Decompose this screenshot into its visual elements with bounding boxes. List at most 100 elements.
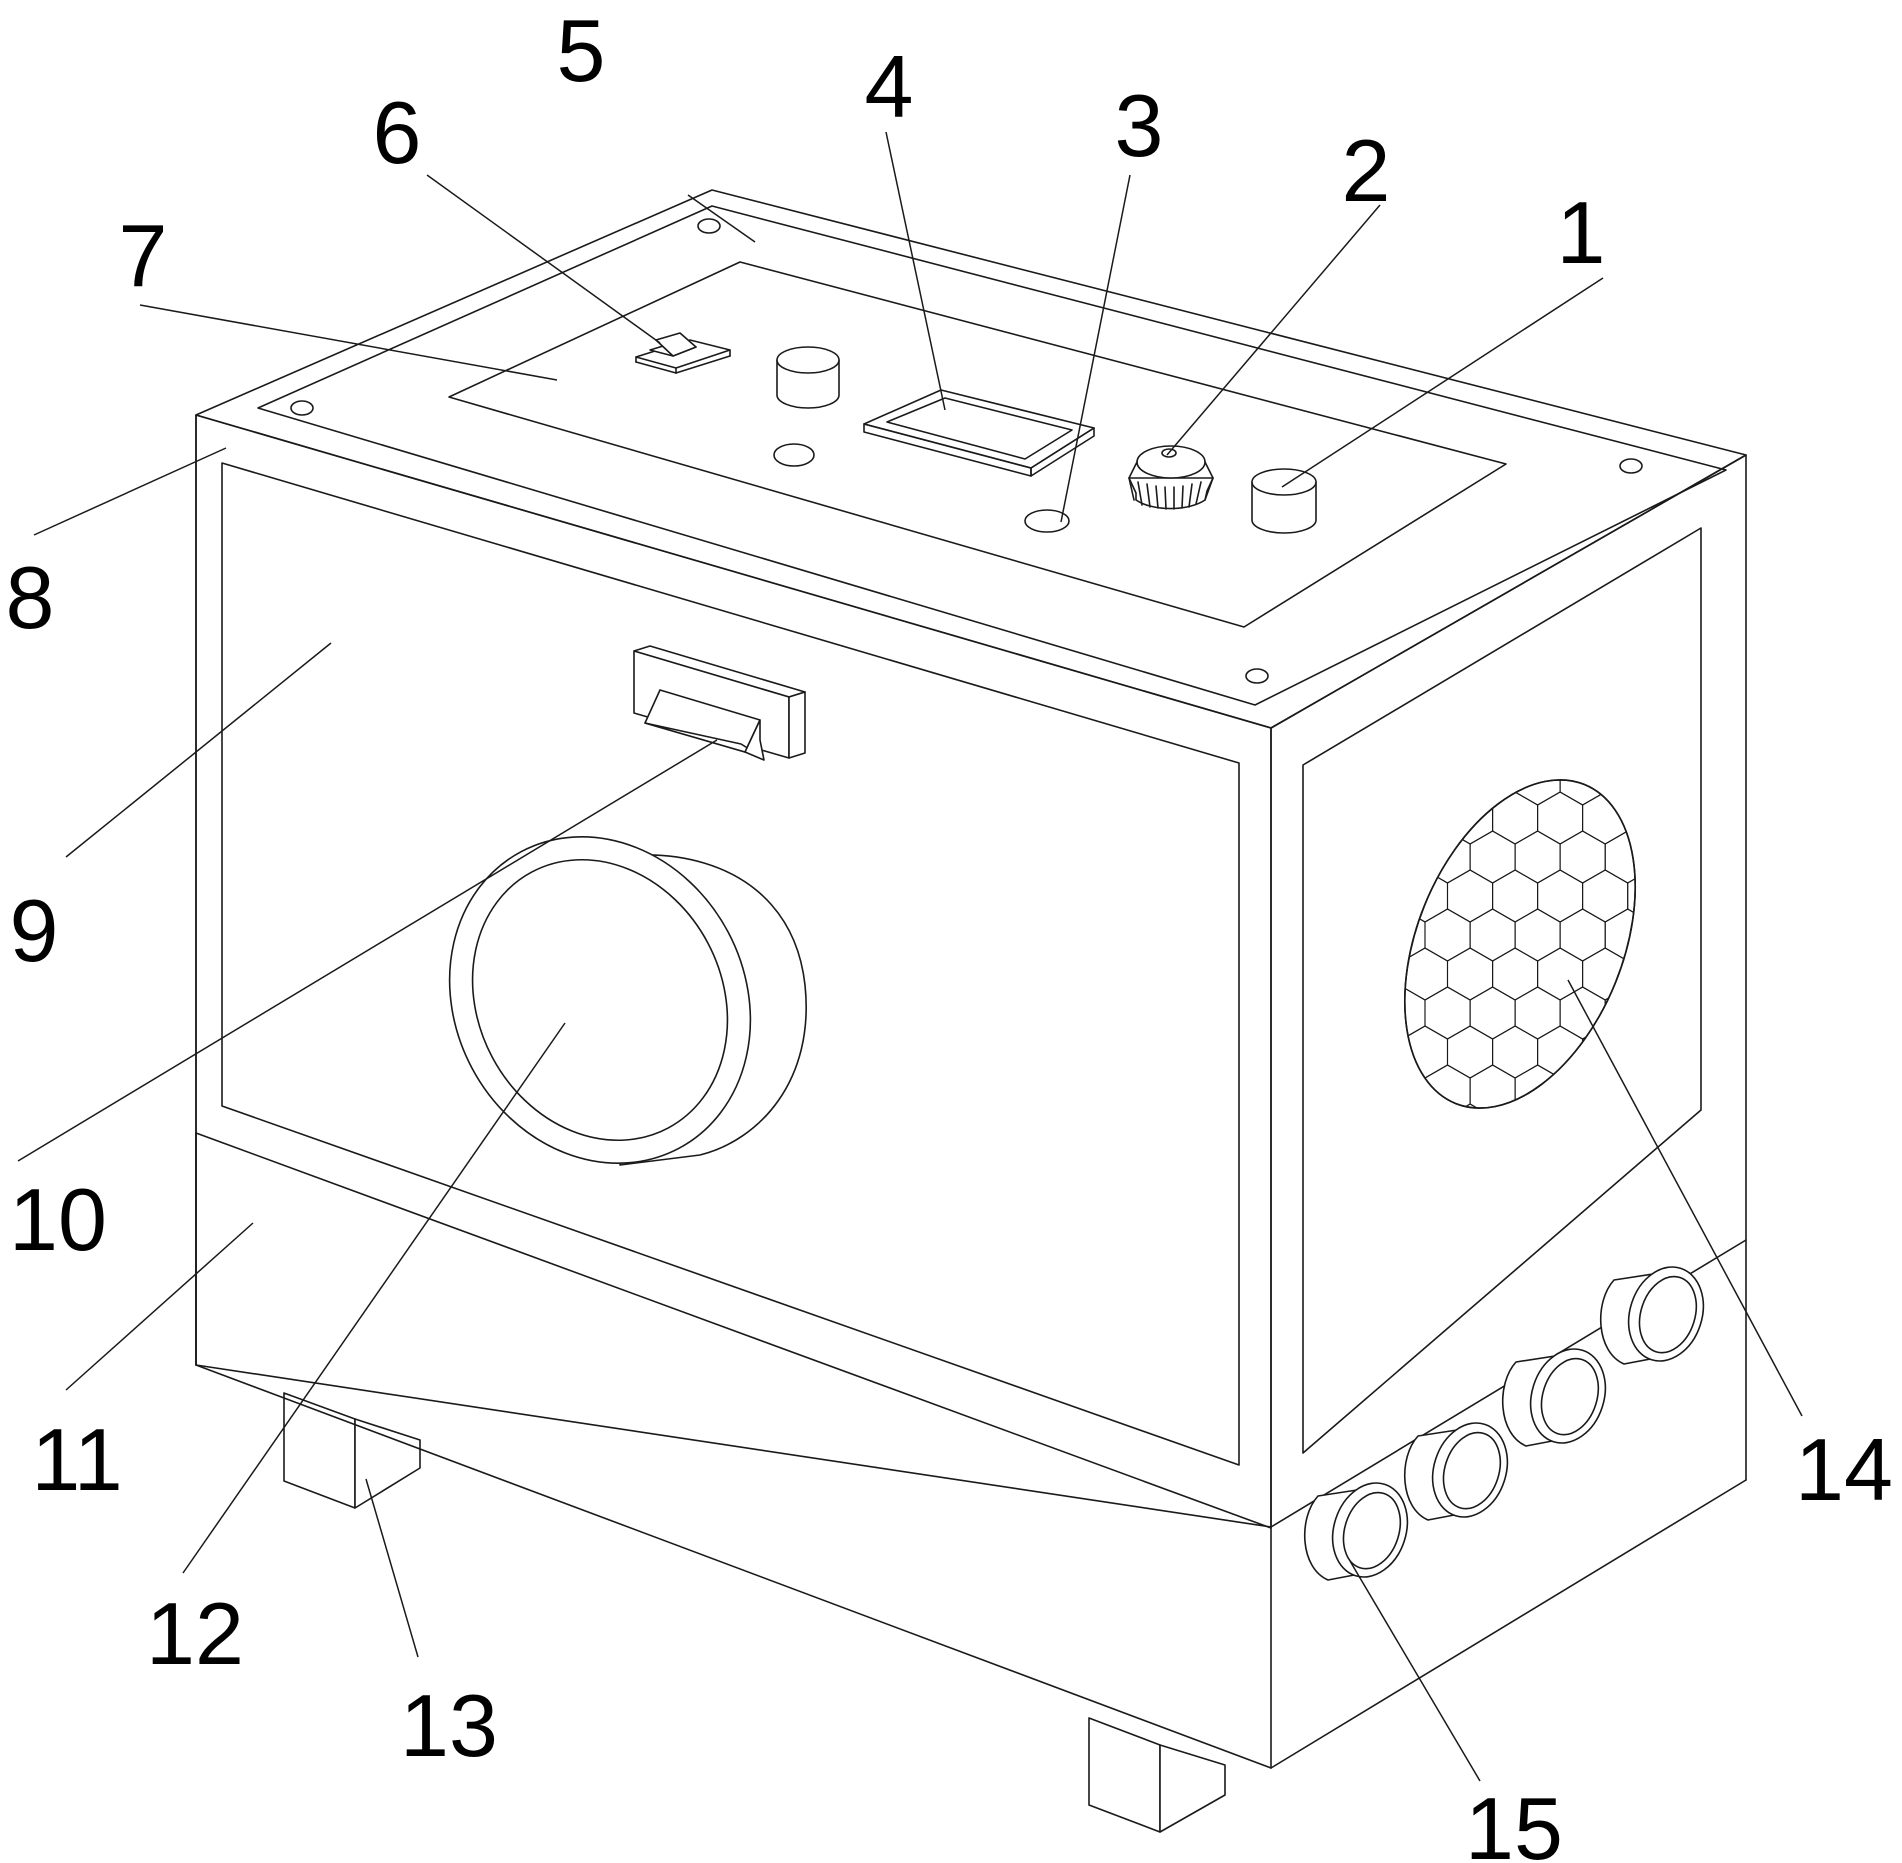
cylinder-button-right[interactable] [1251, 468, 1317, 534]
mesh-cell [1785, 753, 1830, 805]
mesh-cell [1604, 752, 1651, 806]
screw-icon [697, 218, 721, 234]
mesh-cell [1492, 1103, 1539, 1143]
mesh-cell [1627, 1025, 1674, 1079]
mesh-cell [1785, 987, 1830, 1039]
mesh-cell [1425, 1299, 1470, 1351]
mesh-cell [1672, 869, 1680, 923]
mesh-cell [1379, 830, 1426, 884]
mesh-cell [1448, 1182, 1493, 1234]
mesh-cell [1403, 1182, 1448, 1234]
mesh-cell [1695, 987, 1740, 1039]
side-panel [1302, 527, 1702, 1454]
mesh-cell [1695, 909, 1740, 961]
mesh-cell [1649, 908, 1680, 962]
pipe-connector [1303, 1482, 1409, 1581]
mesh-cell [1493, 1260, 1538, 1312]
mesh-cell [1379, 752, 1426, 806]
mesh-cell [1425, 1221, 1470, 1273]
mesh-cell [1718, 1182, 1763, 1234]
screw-icon [290, 400, 314, 416]
mesh-cell [1718, 792, 1763, 844]
mesh-cell [1650, 1377, 1695, 1429]
label-12: 12 [146, 1584, 244, 1683]
mesh-cell [1627, 947, 1674, 1001]
label-8: 8 [6, 548, 55, 647]
mesh-cell [1718, 1104, 1763, 1156]
label-2: 2 [1342, 121, 1391, 220]
adjust-knob[interactable] [1128, 445, 1214, 510]
foot-right [1088, 1717, 1226, 1833]
mesh-cell [1583, 1182, 1628, 1234]
mesh-cell [1380, 1221, 1425, 1273]
cylinder-button-left[interactable] [776, 346, 840, 409]
mesh-cell [1401, 745, 1449, 767]
mesh-cell [1559, 1064, 1606, 1118]
side-mesh-grille [1358, 714, 1830, 1429]
label-13: 13 [400, 1676, 498, 1775]
mesh-cell [1763, 1182, 1808, 1234]
label-4: 4 [865, 37, 914, 136]
mesh-cell [1403, 1260, 1448, 1312]
mesh-cell [1538, 1182, 1583, 1234]
mesh-cell [1360, 1103, 1404, 1143]
mesh-cell [1718, 948, 1763, 1000]
front-outlet [448, 835, 807, 1166]
mesh-cell [1785, 1299, 1830, 1351]
mesh-cell [1537, 1103, 1584, 1143]
mesh-cell [1672, 791, 1680, 845]
mesh-cell [1560, 1221, 1605, 1273]
door-handle[interactable] [633, 645, 806, 761]
mesh-cell [1695, 753, 1740, 805]
label-6: 6 [373, 83, 422, 182]
label-14: 14 [1795, 1420, 1893, 1519]
pipe-connector [1501, 1348, 1607, 1447]
mesh-cell [1515, 1143, 1560, 1195]
mesh-cell [1538, 1260, 1583, 1312]
mesh-cell [1650, 1143, 1695, 1195]
mesh-cell [1649, 752, 1680, 806]
mesh-cell [1492, 745, 1539, 767]
mesh-cell [1358, 1338, 1403, 1390]
mesh-cell [1740, 1221, 1785, 1273]
screw-icon [1245, 668, 1269, 684]
leader-lines [17, 131, 1803, 1782]
mesh-cell [1763, 792, 1808, 844]
rocker-switch[interactable] [635, 332, 731, 374]
mesh-cell [1763, 714, 1808, 766]
mesh-cell [1740, 753, 1785, 805]
mesh-cell [1582, 1025, 1629, 1079]
mesh-cell [1582, 745, 1629, 767]
mesh-cell [1763, 1338, 1808, 1390]
mesh-cell [1740, 831, 1785, 883]
mesh-cell [1403, 1338, 1448, 1390]
mesh-cell [1627, 1103, 1674, 1143]
pipe-connectors [1303, 1266, 1705, 1581]
mesh-cell [1718, 1338, 1763, 1390]
mesh-cell [1446, 1103, 1494, 1143]
mesh-cell [1718, 1026, 1763, 1078]
mesh-cell [1628, 1182, 1673, 1234]
mesh-cell [1604, 986, 1651, 1040]
mesh-cell [1785, 831, 1830, 883]
pipe-connector [1403, 1422, 1509, 1521]
label-15: 15 [1465, 1779, 1563, 1863]
mesh-cell [1627, 791, 1674, 845]
mesh-cell [1560, 1299, 1605, 1351]
mesh-cell [1358, 1182, 1403, 1234]
foot-left [283, 1392, 421, 1509]
mesh-cell [1763, 870, 1808, 922]
mesh-cell [1380, 1377, 1425, 1429]
label-7: 7 [119, 206, 168, 305]
label-3: 3 [1115, 76, 1164, 175]
mesh-cell [1358, 1260, 1403, 1312]
mesh-cell [1672, 745, 1680, 767]
mesh-cell [1380, 1143, 1425, 1195]
mesh-cell [1493, 1182, 1538, 1234]
mesh-cell [1718, 714, 1763, 766]
round-button[interactable] [773, 443, 815, 467]
mesh-cell [1695, 831, 1740, 883]
mesh-cell [1740, 1377, 1785, 1429]
screw-icon [1619, 458, 1643, 474]
mesh-cell [1718, 1260, 1763, 1312]
